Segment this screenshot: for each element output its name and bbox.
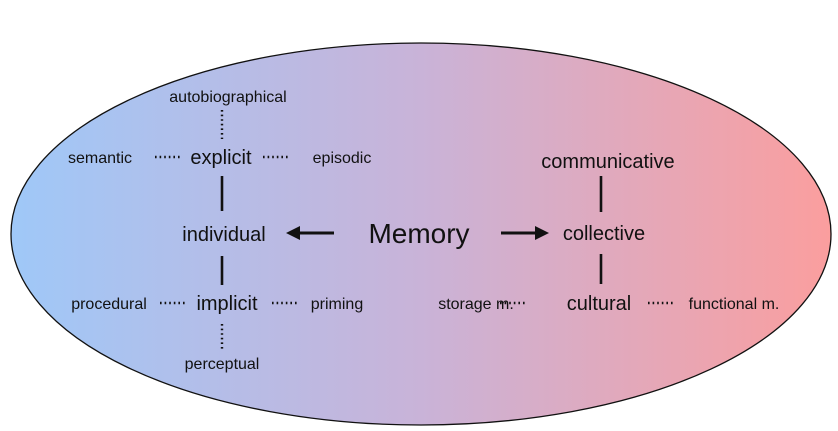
label-implicit: implicit [196, 293, 258, 315]
label-communicative: communicative [541, 151, 674, 173]
label-functional-m: functional m. [689, 296, 780, 313]
label-storage-m: storage m. [438, 296, 514, 313]
label-individual: individual [182, 224, 265, 246]
label-memory: Memory [368, 218, 469, 249]
label-priming: priming [311, 296, 363, 313]
label-collective: collective [563, 223, 645, 245]
label-semantic: semantic [68, 150, 132, 167]
label-perceptual: perceptual [185, 356, 260, 373]
label-explicit: explicit [190, 147, 252, 169]
arrow-to-collective [501, 226, 549, 240]
memory-ellipse [10, 42, 832, 426]
label-cultural: cultural [567, 293, 631, 315]
arrow-to-individual [286, 226, 334, 240]
label-autobiographical: autobiographical [169, 89, 286, 106]
label-episodic: episodic [313, 150, 372, 167]
label-procedural: procedural [71, 296, 147, 313]
